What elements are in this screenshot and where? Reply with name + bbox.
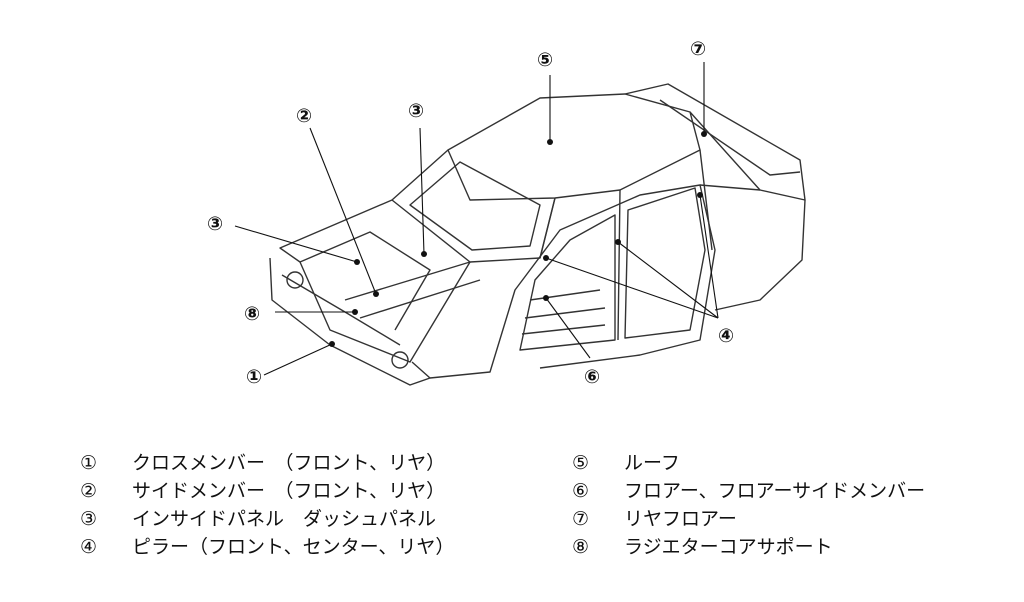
callout-numbers: ① ② ③ ③ ④ ⑤ ⑥ ⑦ ⑧ bbox=[207, 38, 734, 388]
callout-7: ⑦ bbox=[690, 38, 706, 60]
callout-2: ② bbox=[296, 105, 312, 127]
car-body-outline bbox=[269, 83, 806, 386]
callout-1: ① bbox=[246, 366, 262, 388]
callout-5: ⑤ bbox=[537, 49, 553, 71]
callout-4: ④ bbox=[718, 325, 734, 347]
callout-3-dash: ③ bbox=[408, 100, 424, 122]
callout-3-inside: ③ bbox=[207, 213, 223, 235]
car-body-diagram: ① ② ③ ③ ④ ⑤ ⑥ ⑦ ⑧ bbox=[207, 38, 806, 388]
leader-lines bbox=[234, 62, 719, 376]
leader-dots bbox=[329, 131, 707, 347]
callout-8: ⑧ bbox=[244, 303, 260, 325]
callout-6: ⑥ bbox=[584, 366, 600, 388]
